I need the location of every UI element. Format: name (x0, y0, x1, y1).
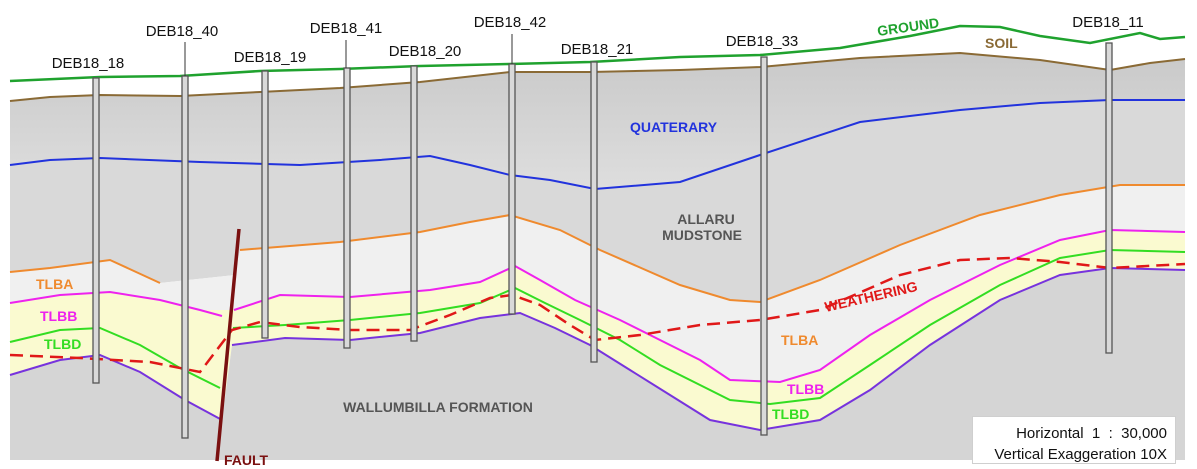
borehole-deb18-21 (590, 61, 598, 363)
borehole-deb18-20 (410, 65, 418, 342)
tlbb-top-line (9, 228, 1186, 384)
borehole-label: DEB18_18 (52, 55, 125, 72)
tlbd-label-left: TLBD (44, 336, 81, 352)
ground-line (9, 24, 1186, 83)
borehole-leaders (184, 34, 513, 76)
fault-label: FAULT (224, 452, 269, 468)
borehole-label: DEB18_42 (474, 14, 547, 31)
quaternary-label: QUATERARY (630, 119, 718, 135)
borehole-deb18-41 (343, 67, 351, 349)
scale-legend: Horizontal 1 : 30,000 Vertical Exaggerat… (972, 416, 1176, 464)
tlbb-label-left: TLBB (40, 308, 77, 324)
borehole-deb18-18 (92, 77, 100, 384)
tlbd-label-right: TLBD (772, 406, 809, 422)
borehole-deb18-33 (760, 56, 768, 436)
borehole-group (92, 42, 1113, 439)
borehole-label: DEB18_19 (234, 49, 307, 66)
wallumbilla-top-line (9, 266, 1186, 432)
borehole-label: DEB18_40 (146, 23, 219, 40)
wallumbilla-label: WALLUMBILLA FORMATION (343, 399, 533, 415)
wallumbilla-fill (10, 268, 1185, 460)
soil-line (9, 51, 1186, 102)
borehole-label: DEB18_11 (1072, 14, 1143, 31)
fault-line (215, 228, 241, 462)
tlba-top-line (9, 184, 1185, 304)
soil-label: SOIL (985, 35, 1018, 51)
tlba-label-left: TLBA (36, 276, 73, 292)
borehole-label: DEB18_20 (389, 43, 462, 60)
borehole-deb18-40 (181, 75, 189, 439)
borehole-label: DEB18_21 (561, 41, 634, 58)
borehole-deb18-11 (1105, 42, 1113, 354)
tlbb-label-right: TLBB (787, 381, 824, 397)
vertical-exaggeration-text: Vertical Exaggeration 10X (994, 446, 1167, 463)
borehole-label: DEB18_33 (726, 33, 799, 50)
borehole-label: DEB18_41 (310, 20, 383, 37)
horizontal-scale-text: Horizontal 1 : 30,000 (1016, 425, 1167, 442)
weathering-line (9, 256, 1186, 374)
allaru-label-line1: ALLARU (677, 211, 735, 227)
tlba-label-right: TLBA (781, 332, 818, 348)
allaru-label-line2: MUDSTONE (662, 227, 742, 243)
borehole-deb18-19 (261, 70, 269, 339)
borehole-deb18-42 (508, 63, 516, 315)
